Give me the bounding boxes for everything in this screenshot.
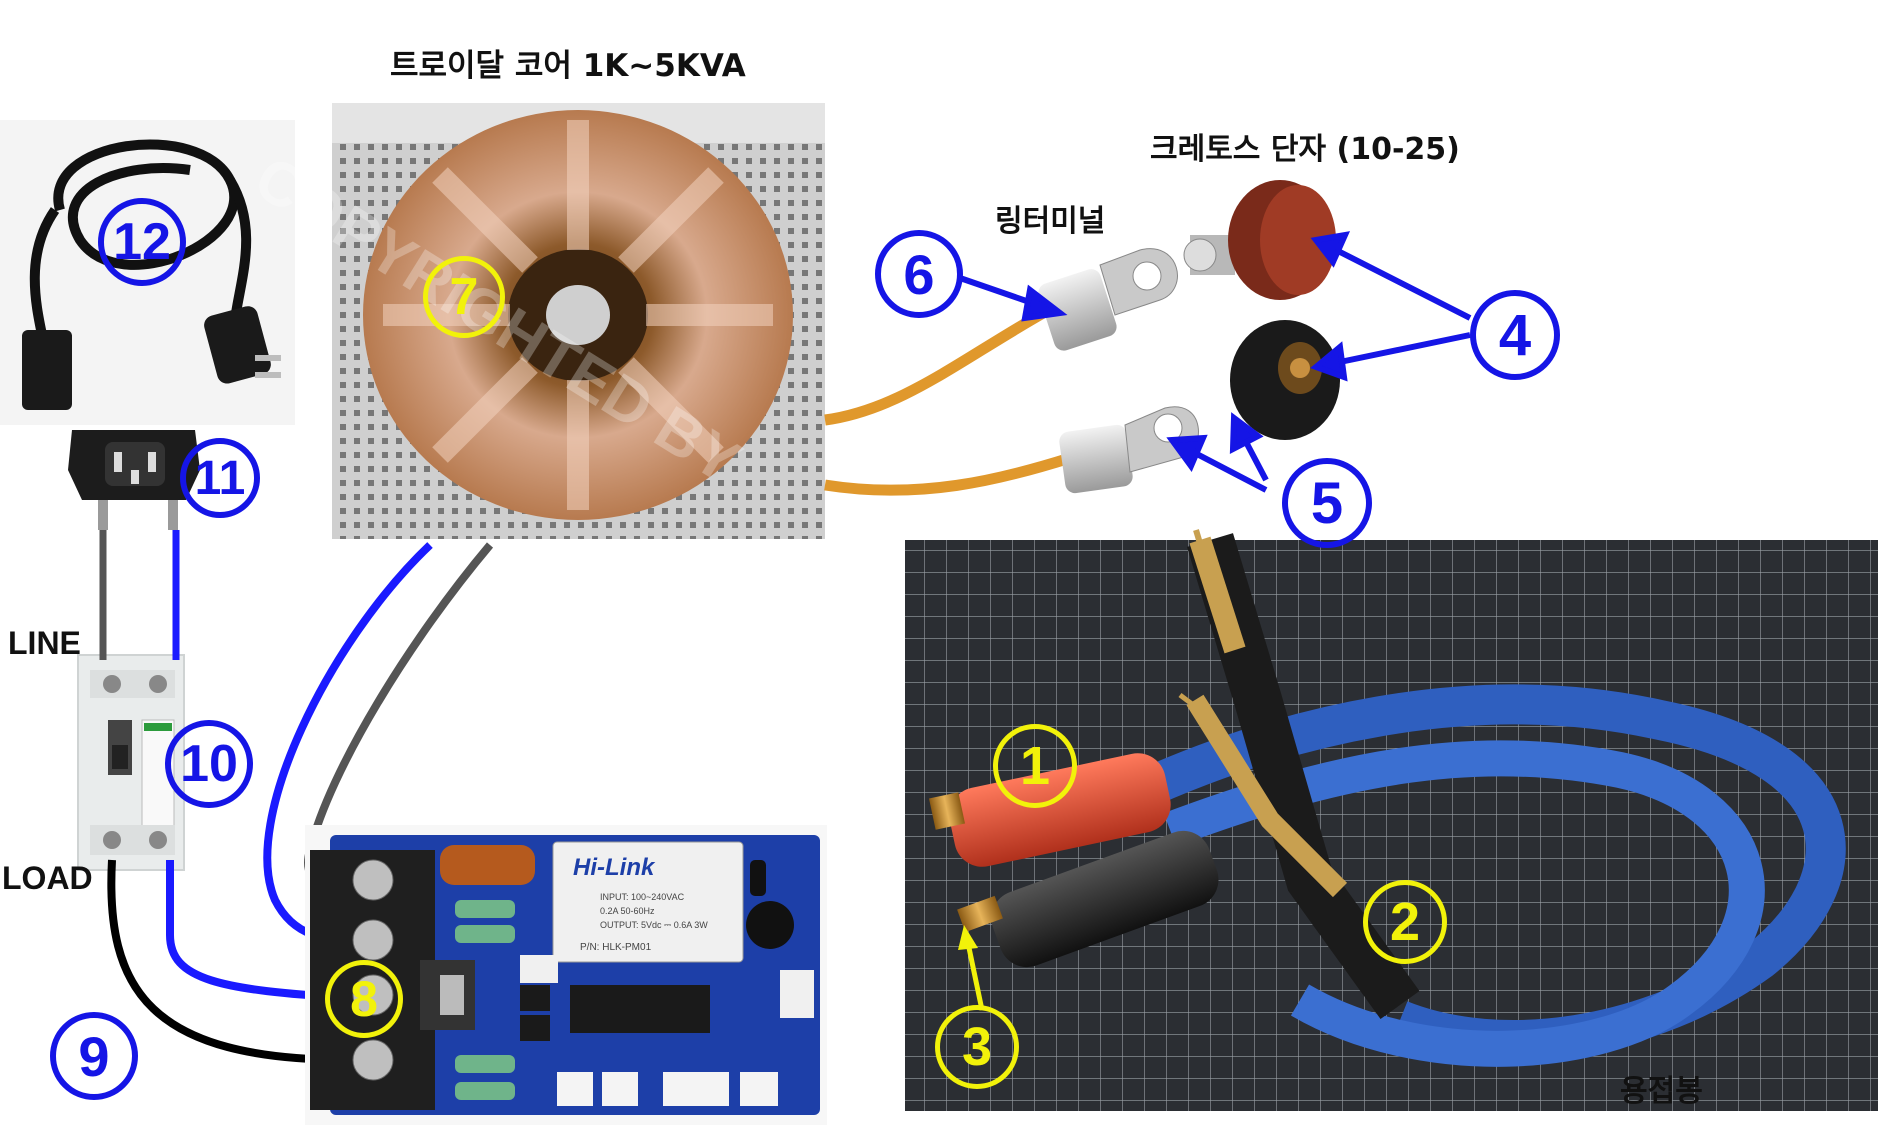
- marker-8: 8: [325, 960, 403, 1038]
- module-part-number: P/N: HLK-PM01: [580, 942, 652, 953]
- marker-10: 10: [165, 720, 253, 808]
- marker-12: 12: [98, 198, 186, 286]
- toroidal-core-title: 트로이달 코어 1K~5KVA: [390, 48, 746, 84]
- marker-4: 4: [1470, 290, 1560, 380]
- ring-terminal-upper: [1038, 248, 1178, 351]
- module-frequency: 0.2A 50-60Hz: [600, 906, 655, 916]
- module-output: OUTPUT: 5Vdc ⎓ 0.6A 3W: [600, 920, 708, 930]
- controller-pcb-photo: Hi-Link INPUT: 100~240VAC 0.2A 50-60Hz O…: [305, 825, 827, 1125]
- module-brand: Hi-Link: [573, 854, 656, 881]
- cretos-terminal-red: [1183, 180, 1336, 300]
- marker-9: 9: [50, 1012, 138, 1100]
- welding-pen-photo: [905, 529, 1878, 1111]
- cretos-terminal-title: 크레토스 단자 (10-25): [1150, 132, 1460, 167]
- marker-3: 3: [935, 1005, 1019, 1089]
- marker-1: 1: [993, 724, 1077, 808]
- marker-5: 5: [1282, 458, 1372, 548]
- welding-rod-title: 용접봉: [1620, 1074, 1703, 1109]
- module-input: INPUT: 100~240VAC: [600, 892, 685, 902]
- pointer-arrows-blue: [959, 231, 1472, 493]
- marker-2: 2: [1363, 880, 1447, 964]
- toroidal-transformer-photo: COPYRIGHTED BY: [243, 103, 825, 539]
- iec-inlet-photo: [68, 430, 200, 530]
- pointer-arrow-yellow: [958, 925, 985, 1011]
- ring-terminal-title: 링터미널: [995, 204, 1106, 239]
- cretos-terminal-black: [1230, 320, 1340, 440]
- marker-6: 6: [875, 230, 963, 318]
- marker-11: 11: [180, 438, 260, 518]
- power-cord-photo: [0, 120, 295, 425]
- marker-7: 7: [423, 256, 505, 338]
- load-label: LOAD: [2, 860, 93, 896]
- line-label: LINE: [8, 625, 81, 661]
